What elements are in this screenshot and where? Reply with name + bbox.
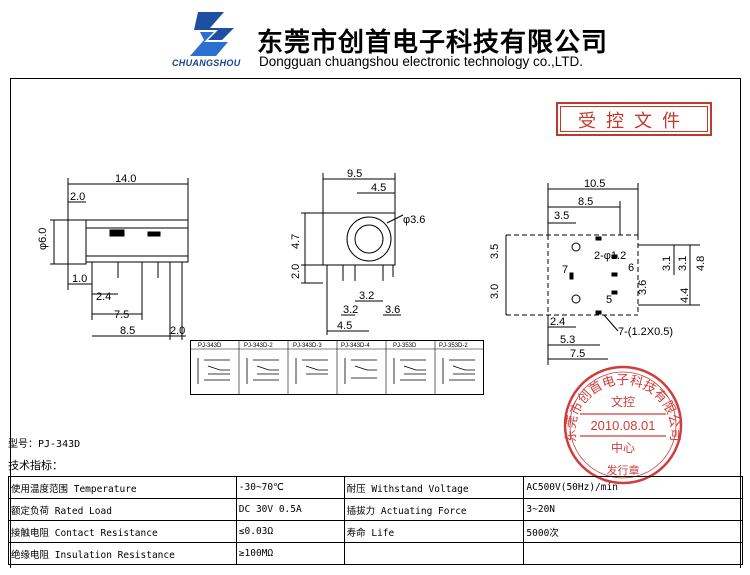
dim-8-5: 8.5: [120, 325, 135, 337]
spec-name: 绝缘电阻 Insulation Resistance: [8, 542, 237, 565]
spec-name: [343, 542, 525, 565]
controlled-document-label: 受控文件: [578, 111, 690, 132]
spec-value: -30~70℃: [235, 476, 345, 499]
dim-9-5: 9.5: [347, 168, 362, 180]
dim-4-7: 4.7: [290, 234, 302, 249]
dim-6: φ6.0: [37, 228, 49, 250]
seal-top-text: 文控: [611, 394, 635, 409]
company-name-en: Dongguan chuangshou electronic technolog…: [259, 54, 583, 69]
dim-2-0: 2.0: [170, 325, 185, 337]
dim-8-5: 8.5: [578, 196, 593, 208]
pin-5: 5: [606, 294, 612, 306]
variant-pj-343d: PJ-343D: [198, 343, 222, 349]
variant-pj-353d: PJ-353D: [393, 343, 417, 349]
slot-note: 7-(1.2X0.5): [618, 326, 673, 338]
logo-shape-bottom: [190, 32, 228, 56]
dim-1: 1.0: [72, 273, 87, 285]
dim-4-5: 4.5: [371, 182, 386, 194]
logo-text: CHUANGSHOU: [172, 58, 241, 68]
dim-3-2-a: 3.2: [359, 290, 374, 302]
spec-name: 寿命 Life: [343, 520, 525, 543]
spec-value: 5000次: [523, 520, 743, 543]
dim-4-8: 4.8: [695, 256, 707, 271]
dim-3-1-b: 3.1: [677, 256, 689, 271]
tech-spec-label: 技术指标：: [8, 459, 63, 472]
seal-bottom-text: 中心: [611, 440, 635, 455]
spec-name: 耐压 Withstand Voltage: [343, 476, 525, 499]
frame-right: [740, 78, 741, 568]
logo-shape-top: [194, 12, 234, 40]
dim-3-1-a: 3.1: [661, 256, 673, 271]
dim-3-6-b: 3.6: [385, 304, 400, 316]
variant-pj-353d-2: PJ-353D-2: [439, 343, 468, 349]
seal-date: 2010.08.01: [590, 418, 655, 433]
spec-table: 使用温度范围 Temperature -30~70℃ 耐压 Withstand …: [8, 476, 743, 565]
spec-value: 3~20N: [523, 498, 743, 521]
table-row: 绝缘电阻 Insulation Resistance ≥100MΩ: [8, 542, 743, 565]
variant-schematics: PJ-343D PJ-343D-2 PJ-343D-3 PJ-343D-4 PJ…: [190, 340, 484, 395]
pin-6: 6: [628, 262, 634, 274]
model-number: 型号：PJ-343D: [8, 439, 81, 450]
spec-value: [523, 542, 743, 565]
side-view-drawing: 14.0 2.0 φ6.0 1.0 2.4 7.5 8.5 2.0: [37, 173, 189, 340]
dim-3-6: 3.6: [637, 280, 649, 295]
frame-left: [10, 78, 11, 568]
variant-pj-343d-4: PJ-343D-4: [341, 343, 370, 349]
dim-2-0: 2.0: [290, 264, 302, 279]
table-row: 使用温度范围 Temperature -30~70℃ 耐压 Withstand …: [8, 476, 743, 499]
spec-name: 额定负荷 Rated Load: [8, 498, 237, 521]
table-row: 接触电阻 Contact Resistance ≤0.03Ω 寿命 Life 5…: [8, 520, 743, 543]
dim-14: 14.0: [115, 173, 136, 185]
spec-name: 使用温度范围 Temperature: [8, 476, 237, 499]
front-view-drawing: 9.5 4.5 φ3.6 4.7 2.0 3.2 3.2 3.6 4.5: [290, 168, 425, 335]
spec-value: AC500V(50Hz)/min: [523, 476, 743, 499]
dim-7-5: 7.5: [570, 348, 585, 360]
dim-5-3: 5.3: [560, 334, 575, 346]
dim-4-4: 4.4: [679, 288, 691, 303]
spec-value: DC 30V 0.5A: [235, 498, 345, 521]
dim-10-5: 10.5: [584, 178, 605, 190]
release-seal: 东莞市创首电子科技有限公司 文控 2010.08.01 中心 发行章: [563, 365, 683, 485]
pin-7: 7: [562, 264, 568, 276]
seal-footer-text: 发行章: [607, 463, 640, 477]
spec-name: 接触电阻 Contact Resistance: [8, 520, 237, 543]
dim-7-5: 7.5: [114, 309, 129, 321]
dim-3-5-v: 3.5: [489, 244, 501, 259]
spec-value: ≥100MΩ: [235, 542, 345, 565]
dim-2-4: 2.4: [96, 291, 111, 303]
dim-2: 2.0: [70, 191, 85, 203]
header-divider: [10, 78, 740, 79]
spec-name: 插拔力 Actuating Force: [343, 498, 525, 521]
dim-3-0: 3.0: [489, 284, 501, 299]
company-logo: [190, 12, 234, 56]
controlled-document-stamp: 受控文件: [556, 102, 712, 136]
company-name-cn: 东莞市创首电子科技有限公司: [257, 28, 609, 58]
dim-2-phi-1-2: 2-φ1.2: [594, 250, 626, 262]
variant-pj-343d-3: PJ-343D-3: [293, 343, 322, 349]
spec-value: ≤0.03Ω: [235, 520, 345, 543]
table-row: 额定负荷 Rated Load DC 30V 0.5A 插拔力 Actuatin…: [8, 498, 743, 521]
pcb-layout-drawing: 10.5 8.5 3.5 2-φ1.2 3.5 3.0 7 6 3.6 3.1 …: [489, 178, 707, 365]
dim-2-4: 2.4: [550, 316, 565, 328]
dim-3-6: φ3.6: [403, 214, 425, 226]
dim-3-2-b: 3.2: [343, 304, 358, 316]
dim-3-5: 3.5: [554, 210, 569, 222]
dim-4-5-b: 4.5: [337, 320, 352, 332]
variant-pj-343d-2: PJ-343D-2: [244, 343, 273, 349]
